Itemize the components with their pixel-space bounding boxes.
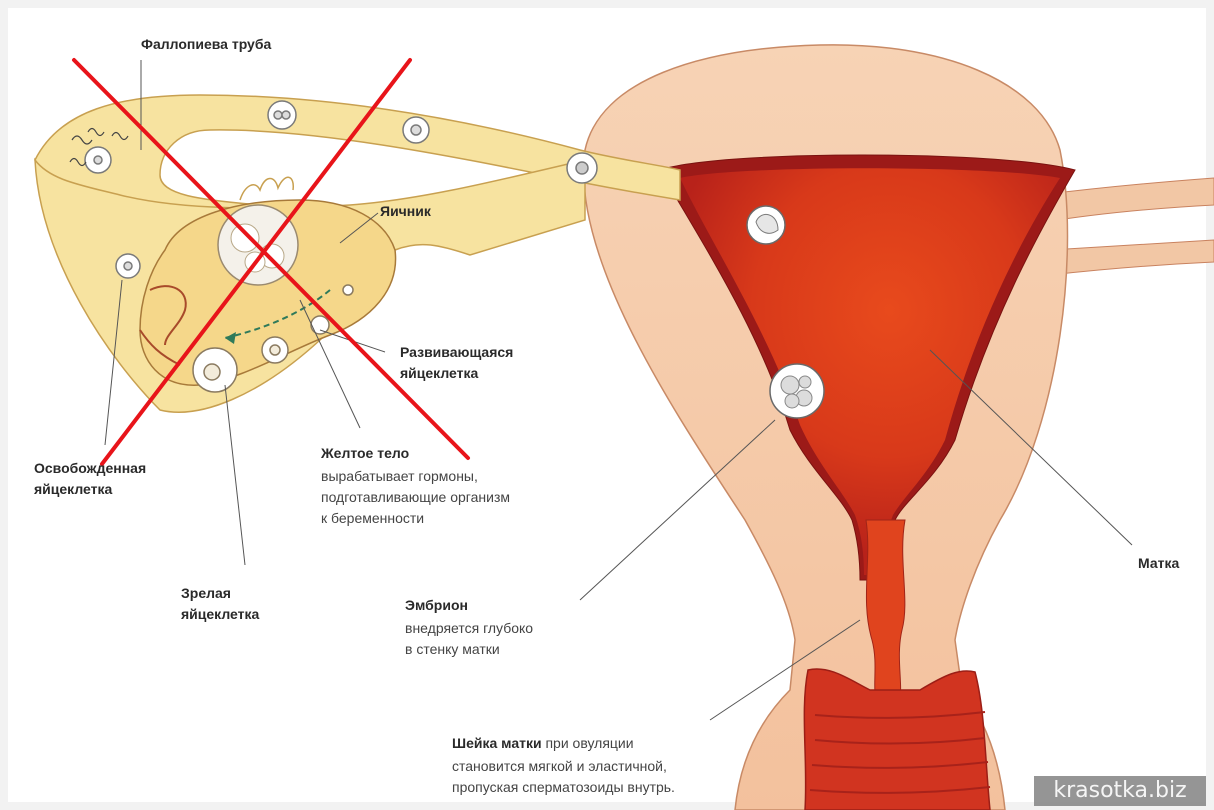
label-embryo-line2: в стенку матки bbox=[405, 639, 500, 660]
right-lower-ligament bbox=[1050, 240, 1214, 275]
fimbriae bbox=[240, 177, 293, 200]
label-released-egg-line1: Освобожденная bbox=[34, 458, 146, 479]
label-yellow-body-title: Желтое тело bbox=[321, 443, 409, 464]
label-cervix-title: Шейка матки bbox=[452, 735, 542, 751]
embryo bbox=[770, 364, 824, 418]
label-uterus: Матка bbox=[1138, 553, 1179, 574]
label-yellow-body-line2: подготавливающие организм bbox=[321, 487, 510, 508]
label-released-egg-line2: яйцеклетка bbox=[34, 479, 112, 500]
label-cervix-line1-text: при овуляции bbox=[545, 735, 633, 751]
label-cervix-line3: пропуская сперматозоиды внутрь. bbox=[452, 777, 675, 798]
label-yellow-body-line1: вырабатывает гормоны, bbox=[321, 466, 478, 487]
label-embryo-title: Эмбрион bbox=[405, 595, 468, 616]
label-developing-egg-line2: яйцеклетка bbox=[400, 363, 478, 384]
label-fallopian-tube: Фаллопиева труба bbox=[141, 34, 271, 55]
label-ovary: Яичник bbox=[380, 201, 431, 222]
label-developing-egg-line1: Развивающаяся bbox=[400, 342, 513, 363]
label-mature-egg-line2: яйцеклетка bbox=[181, 604, 259, 625]
label-mature-egg-line1: Зрелая bbox=[181, 583, 231, 604]
label-cervix-line1: Шейка матки при овуляции bbox=[452, 733, 634, 754]
watermark: krasotka.biz bbox=[1034, 776, 1206, 806]
label-cervix-line2: становится мягкой и эластичной, bbox=[452, 756, 667, 777]
label-yellow-body-line3: к беременности bbox=[321, 508, 424, 529]
label-embryo-line1: внедряется глубоко bbox=[405, 618, 533, 639]
blastocyst bbox=[747, 206, 785, 244]
